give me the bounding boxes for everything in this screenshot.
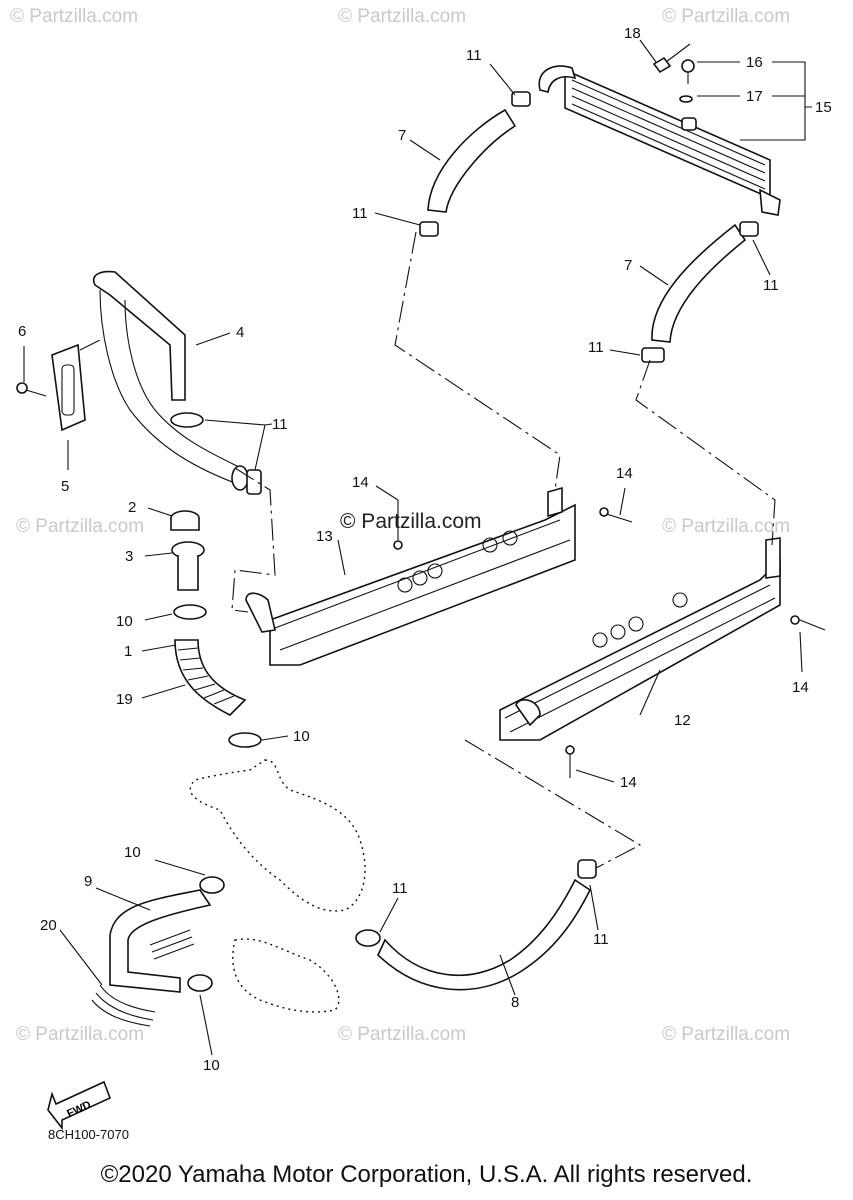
clamp-11-left	[170, 412, 262, 495]
connection-lines	[79, 231, 776, 869]
watermark: © Partzilla.com	[662, 516, 790, 537]
callout-14: 14	[352, 474, 369, 491]
fwd-arrow-icon: FWD	[47, 1080, 112, 1131]
callout-6: 6	[18, 323, 26, 340]
heat-exchanger-13	[245, 486, 576, 666]
callout-10: 10	[116, 613, 133, 630]
callout-7: 7	[624, 257, 632, 274]
watermark: © Partzilla.com	[10, 6, 138, 27]
copyright-notice: ©2020 Yamaha Motor Corporation, U.S.A. A…	[100, 1161, 753, 1188]
watermark: © Partzilla.com	[338, 1024, 466, 1045]
engine-outline	[189, 759, 366, 1013]
watermark: © Partzilla.com	[16, 516, 144, 537]
callout-11: 11	[272, 416, 288, 433]
rivets-14	[393, 500, 826, 778]
callout-20: 20	[40, 917, 57, 934]
callout-labels: 18 16 17 15 11 7 11 7 11 11 6 4 5 11 2 3…	[18, 25, 832, 1074]
bracket-5	[16, 343, 86, 432]
hose-9-20	[91, 876, 225, 1027]
callout-11: 11	[352, 205, 368, 222]
hose-8	[355, 859, 597, 991]
callout-10: 10	[293, 728, 310, 745]
watermark: © Partzilla.com	[338, 6, 466, 27]
diagram-code: 8CH100-7070	[48, 1127, 129, 1142]
callout-11: 11	[588, 339, 604, 356]
callout-17: 17	[746, 88, 763, 105]
hose-1-19	[173, 604, 262, 748]
callout-5: 5	[61, 478, 69, 495]
callout-14: 14	[616, 465, 633, 482]
watermark-center: © Partzilla.com	[340, 510, 482, 533]
callout-16: 16	[746, 54, 763, 71]
leader-lines	[23, 39, 812, 1056]
callout-12: 12	[674, 712, 691, 729]
callout-19: 19	[116, 691, 133, 708]
bolt-parts	[652, 43, 695, 103]
watermark: © Partzilla.com	[662, 1024, 790, 1045]
callout-8: 8	[511, 994, 519, 1011]
hose-7-right	[641, 221, 759, 363]
callout-7: 7	[398, 127, 406, 144]
callout-11: 11	[466, 47, 482, 64]
callout-1: 1	[124, 643, 132, 660]
callout-13: 13	[316, 528, 333, 545]
hose-7-upper	[419, 91, 531, 237]
watermark: © Partzilla.com	[662, 6, 790, 27]
callout-3: 3	[125, 548, 133, 565]
watermarks: © Partzilla.com © Partzilla.com © Partzi…	[10, 6, 790, 1045]
callout-18: 18	[624, 25, 641, 42]
callout-11: 11	[763, 277, 779, 294]
callout-2: 2	[128, 499, 136, 516]
radiator-cooler	[538, 65, 781, 216]
pipe-4	[93, 270, 249, 491]
callout-14: 14	[792, 679, 809, 696]
watermark: © Partzilla.com	[16, 1024, 144, 1045]
callout-4: 4	[236, 324, 244, 341]
callout-11: 11	[392, 880, 408, 897]
callout-10: 10	[124, 844, 141, 861]
heat-exchanger-12	[499, 537, 781, 741]
callout-10: 10	[203, 1057, 220, 1074]
callout-11: 11	[593, 931, 609, 948]
callout-15: 15	[815, 99, 832, 116]
callout-9: 9	[84, 873, 92, 890]
cap-and-neck	[170, 510, 205, 591]
callout-14: 14	[620, 774, 637, 791]
